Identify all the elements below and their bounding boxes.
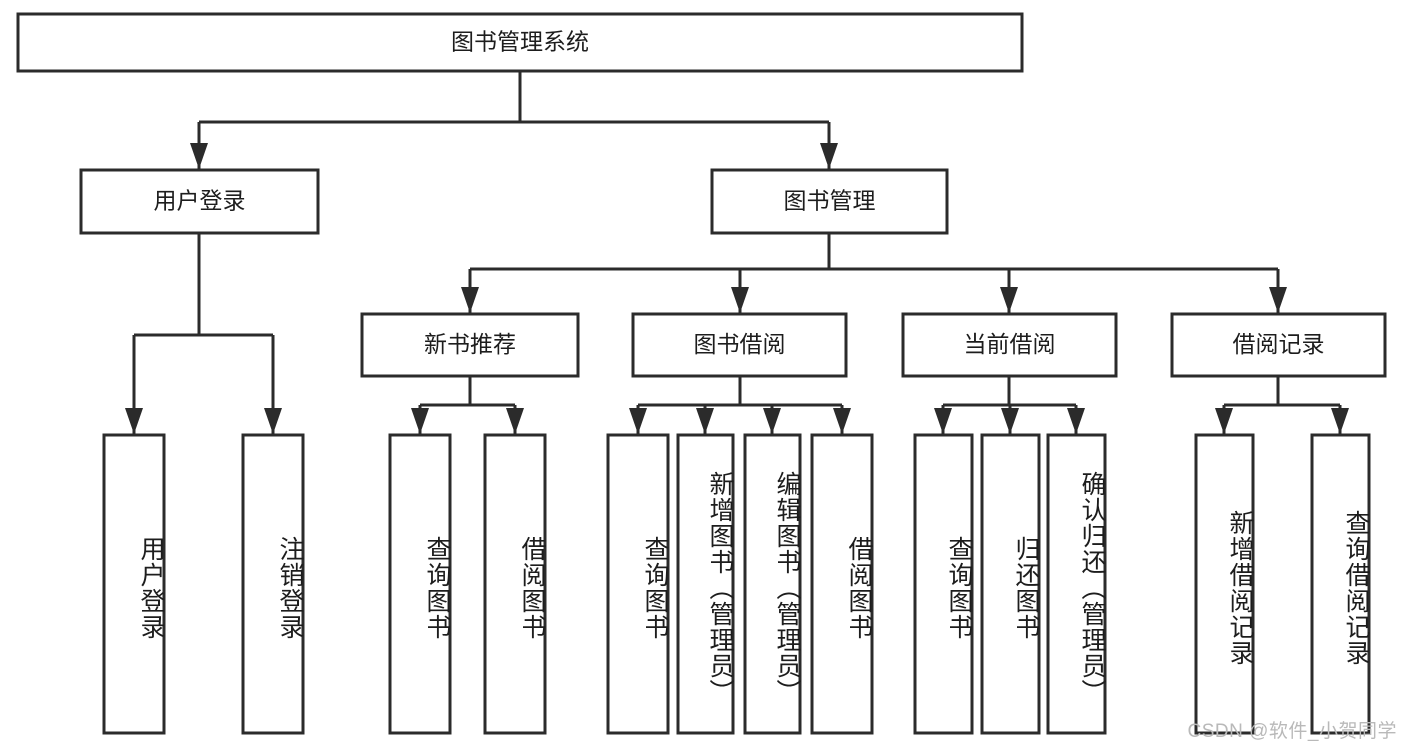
node-box-book-borrow[interactable] <box>631 312 848 378</box>
node-label-book-manage: 图书管理 <box>784 188 876 214</box>
leaf-box-leaf-return-book[interactable] <box>980 433 1041 735</box>
arrow-head-icon <box>1331 408 1349 434</box>
leaf-box-leaf-user-logout[interactable] <box>241 433 305 735</box>
arrow-head-icon <box>1000 287 1018 313</box>
arrow-head-icon <box>1067 408 1085 434</box>
arrow-head-icon <box>506 408 524 434</box>
leaf-box-leaf-user-login[interactable] <box>102 433 166 735</box>
arrow-head-icon <box>1215 408 1233 434</box>
arrow-head-icon <box>696 408 714 434</box>
node-label-new-book-recommend: 新书推荐 <box>424 331 516 357</box>
leaf-box-leaf-query-book-1[interactable] <box>388 433 452 735</box>
node-box-book-manage[interactable] <box>710 168 949 235</box>
node-label-current-borrow: 当前借阅 <box>964 331 1056 357</box>
node-box-current-borrow[interactable] <box>901 312 1118 378</box>
leaf-box-leaf-add-borrow-record[interactable] <box>1194 433 1255 735</box>
leaf-box-leaf-add-book-admin[interactable] <box>676 433 735 735</box>
node-label-undefined: 图书管理系统 <box>451 29 589 55</box>
node-box-new-book-recommend[interactable] <box>360 312 580 378</box>
node-label-book-borrow: 图书借阅 <box>694 331 786 357</box>
node-box-layer <box>16 12 1387 735</box>
arrow-head-icon <box>1001 408 1019 434</box>
arrow-head-icon <box>190 143 208 169</box>
leaf-box-leaf-borrow-book-2[interactable] <box>810 433 874 735</box>
arrow-head-icon <box>461 287 479 313</box>
arrow-head-icon <box>731 287 749 313</box>
arrow-head-icon <box>125 408 143 434</box>
arrow-head-icon <box>264 408 282 434</box>
leaf-box-leaf-query-borrow-record[interactable] <box>1310 433 1371 735</box>
arrow-head-icon <box>411 408 429 434</box>
node-box-borrow-record[interactable] <box>1170 312 1387 378</box>
node-label-user-login: 用户登录 <box>154 188 246 214</box>
leaf-box-leaf-query-book-2[interactable] <box>606 433 670 735</box>
csdn-watermark: CSDN @软件_小贺同学 <box>1187 721 1397 742</box>
arrow-head-icon <box>833 408 851 434</box>
node-box-user-login[interactable] <box>79 168 320 235</box>
leaf-box-leaf-edit-book-admin[interactable] <box>743 433 802 735</box>
arrow-head-icon <box>820 143 838 169</box>
arrow-head-icon <box>629 408 647 434</box>
node-label-borrow-record: 借阅记录 <box>1233 331 1325 357</box>
arrow-head-icon <box>1269 287 1287 313</box>
node-box-undefined[interactable] <box>16 12 1024 73</box>
leaf-box-leaf-query-book-3[interactable] <box>913 433 974 735</box>
arrow-head-icon <box>763 408 781 434</box>
leaf-box-leaf-confirm-return-admin[interactable] <box>1046 433 1107 735</box>
arrow-head-icon <box>934 408 952 434</box>
connector-layer <box>125 71 1349 434</box>
leaf-box-leaf-borrow-book-1[interactable] <box>483 433 547 735</box>
